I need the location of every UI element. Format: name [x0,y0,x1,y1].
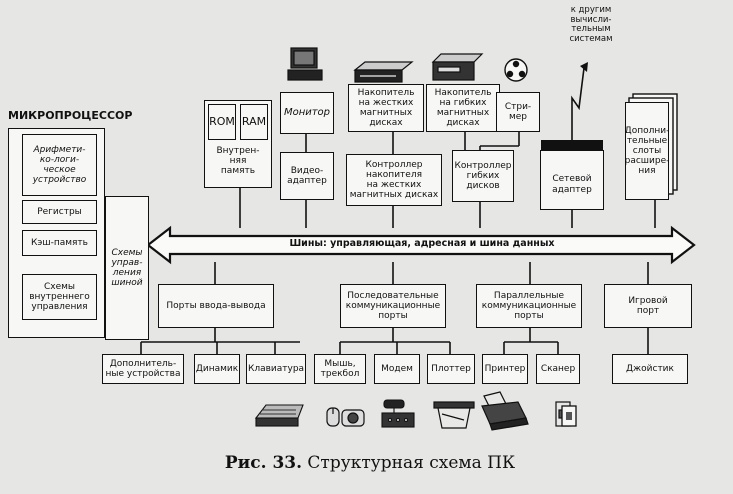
peripheral-additional: Дополнитель- ные устройства [102,354,184,384]
network-chip-icon [541,140,603,150]
peripheral-keyboard: Клавиатура [246,354,306,384]
serial-ports-label: Последовательные коммуникационные порты [345,290,441,322]
trackball-icon [341,409,365,427]
hdd-block: Накопитель на жестких магнитных дисках [348,84,424,132]
printer-icon [481,391,529,431]
plotter-icon [433,401,475,429]
fdd-label: Накопитель на гибких магнитных дисках [434,87,492,129]
bus-control-block: Схемы управ- ления шиной [105,196,149,340]
video-adapter-label: Видео- адаптер [287,165,327,186]
monitor-block: Монитор [280,92,334,134]
alu-label: Арифмети- ко-логи- ческое устройство [32,144,87,186]
io-ports-label: Порты ввода-вывода [166,300,266,311]
peripheral-modem: Модем [374,354,420,384]
joystick-icon [561,405,577,427]
peripheral-scanner: Сканер [536,354,580,384]
registers-block: Регистры [22,200,97,224]
alu-block: Арифмети- ко-логи- ческое устройство [22,134,97,196]
peripheral-label: Модем [381,363,413,374]
peripheral-joystick: Джойстик [612,354,688,384]
peripheral-speaker: Динамик [194,354,240,384]
internal-control-block: Схемы внутреннего управления [22,274,97,320]
keyboard-icon [254,404,304,427]
hdd-icon [353,61,414,83]
ram-label: RAM [241,114,267,128]
bus-control-label: Схемы управ- ления шиной [111,247,143,289]
registers-label: Регистры [37,206,82,217]
ram-block: RAM [240,104,268,140]
tape-reel-icon [504,58,528,82]
parallel-ports-block: Параллельные коммуникационные порты [476,284,582,328]
cache-label: Кэш-память [31,237,88,248]
peripheral-label: Клавиатура [247,363,305,374]
monitor-icon [287,47,323,81]
video-adapter-block: Видео- адаптер [280,152,334,200]
streamer-block: Стри- мер [496,92,540,132]
network-note: к другим вычисли- тельным системам [569,5,613,44]
figure-caption: Рис. 33. Структурная схема ПК [180,453,560,473]
rom-block: ROM [208,104,236,140]
peripheral-label: Принтер [484,363,526,374]
peripheral-label: Дополнитель- ные устройства [105,358,181,379]
monitor-label: Монитор [283,107,331,119]
peripheral-label: Мышь, трекбол [320,358,360,379]
parallel-ports-label: Параллельные коммуникационные порты [481,290,577,322]
game-port-label: Игровой порт [628,295,668,316]
bus-label: Шины: управляющая, адресная и шина данны… [289,238,555,249]
peripheral-label: Плоттер [431,363,471,374]
peripheral-label: Динамик [195,363,239,374]
fdd-block: Накопитель на гибких магнитных дисках [426,84,500,132]
hdd-label: Накопитель на жестких магнитных дисках [357,87,415,129]
fdd-controller-block: Контроллер гибких дисков [452,150,514,202]
streamer-label: Стри- мер [504,101,532,122]
network-adapter-block: Сетевой адаптер [540,150,604,210]
peripheral-mouse: Мышь, трекбол [314,354,366,384]
fdd-controller-label: Контроллер гибких дисков [454,160,512,192]
hdd-controller-block: Контроллер накопителя на жестких магнитн… [346,154,442,206]
cpu-title: МИКРОПРОЦЕССОР [8,109,133,122]
figure-title: Структурная схема ПК [302,453,516,473]
serial-ports-block: Последовательные коммуникационные порты [340,284,446,328]
hdd-controller-label: Контроллер накопителя на жестких магнитн… [349,159,439,201]
expansion-slots-label: Дополни- тельные слоты расшире- ния [624,125,670,177]
peripheral-label: Джойстик [626,363,674,374]
io-ports-block: Порты ввода-вывода [158,284,274,328]
rom-label: ROM [209,114,235,128]
peripheral-printer: Принтер [482,354,528,384]
expansion-slots-block: Дополни- тельные слоты расшире- ния [625,102,669,200]
bus-arrow [146,225,696,265]
cache-block: Кэш-память [22,230,97,256]
network-adapter-label: Сетевой адаптер [552,174,592,195]
game-port-block: Игровой порт [604,284,692,328]
peripheral-label: Сканер [540,363,576,374]
peripheral-plotter: Плоттер [427,354,475,384]
internal-control-label: Схемы внутреннего управления [29,281,90,313]
mouse-icon [326,407,340,427]
fdd-icon [431,53,484,81]
figure-number: Рис. 33. [224,453,303,473]
modem-icon [381,399,415,428]
internal-memory-label: Внутрен- няя память [216,146,260,177]
